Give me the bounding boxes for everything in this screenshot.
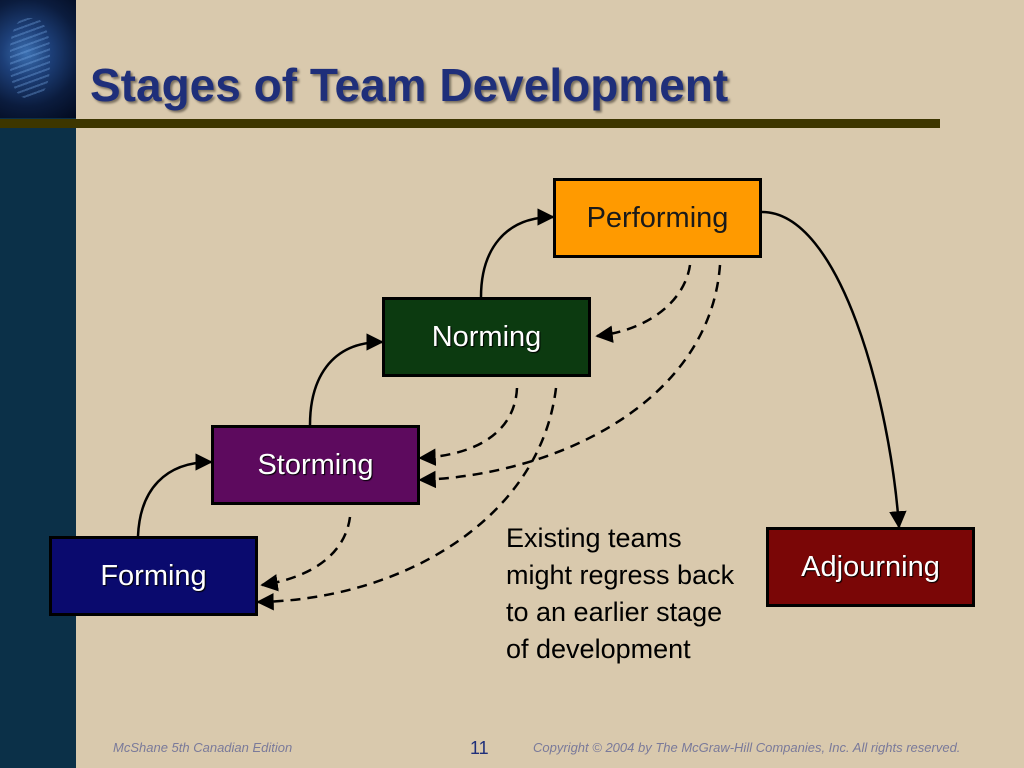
arrow-performing-to-adjourning — [761, 210, 907, 529]
regress-performing-to-norming — [595, 264, 692, 343]
stage-norming: Norming — [382, 297, 591, 377]
logo-pattern — [10, 18, 50, 98]
regress-performing-to-storming — [418, 264, 722, 489]
page-number: 11 — [470, 738, 489, 758]
regress-storming-to-forming — [260, 516, 352, 592]
logo-image — [0, 0, 76, 118]
stage-forming: Forming — [49, 536, 258, 616]
arrow-norming-to-performing — [479, 208, 555, 298]
stage-storming: Storming — [211, 425, 420, 505]
arrow-forming-to-storming — [136, 453, 213, 537]
stage-performing: Performing — [553, 178, 762, 258]
regress-norming-to-forming — [256, 387, 558, 611]
regression-note: Existing teams might regress back to an … — [506, 523, 735, 664]
stage-adjourning: Adjourning — [766, 527, 975, 607]
sidebar-band — [0, 0, 76, 768]
regress-norming-to-storming — [418, 387, 519, 466]
title-underline — [0, 119, 940, 128]
arrow-storming-to-norming — [308, 333, 384, 426]
footer-copyright: Copyright © 2004 by The McGraw-Hill Comp… — [533, 740, 961, 755]
slide-title: Stages of Team Development — [90, 59, 729, 111]
footer-edition: McShane 5th Canadian Edition — [113, 740, 293, 755]
